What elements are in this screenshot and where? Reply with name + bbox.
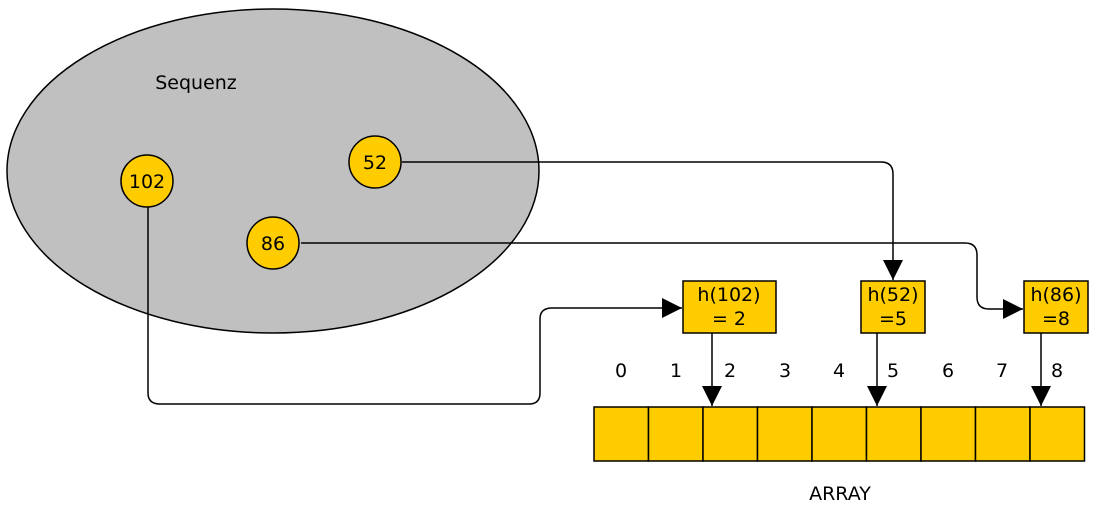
hash-box-line2: =5 xyxy=(879,308,907,330)
hash-box-line1: h(102) xyxy=(697,284,760,306)
array-cell-2 xyxy=(702,406,759,462)
hash-box-line2: = 2 xyxy=(712,308,746,330)
hash-box-line1: h(86) xyxy=(1030,284,1081,306)
hash-box-line1: h(52) xyxy=(867,284,918,306)
sequence-element-label: 52 xyxy=(363,152,387,174)
sequence-element-label: 102 xyxy=(129,171,165,193)
array-index-label: 5 xyxy=(887,360,899,382)
sequence-ellipse xyxy=(6,8,540,334)
array-index-label: 6 xyxy=(942,360,954,382)
sequence-element-52: 52 xyxy=(348,135,402,189)
hash-box-102: h(102) = 2 xyxy=(682,280,777,334)
array-indices: 0 1 2 3 4 5 6 7 8 xyxy=(615,360,1063,382)
hash-box-52: h(52) =5 xyxy=(860,280,926,334)
array-index-label: 8 xyxy=(1051,360,1063,382)
connector-102-to-hash xyxy=(147,207,682,405)
array-index-label: 2 xyxy=(724,360,736,382)
hash-box-86: h(86) =8 xyxy=(1023,280,1089,334)
array-label: ARRAY xyxy=(809,483,871,505)
array-cell-1 xyxy=(647,406,704,462)
array xyxy=(593,406,1086,462)
hash-box-line2: =8 xyxy=(1042,308,1070,330)
sequence-element-86: 86 xyxy=(246,216,300,270)
sequence-element-102: 102 xyxy=(120,154,174,208)
connector-86-to-hash xyxy=(301,242,1023,319)
array-cell-3 xyxy=(756,406,813,462)
sequence-label: Sequenz xyxy=(155,72,237,94)
array-index-label: 3 xyxy=(779,360,791,382)
array-index-label: 7 xyxy=(996,360,1008,382)
array-index-label: 4 xyxy=(833,360,845,382)
connector-52-to-hash xyxy=(402,161,903,280)
array-cell-4 xyxy=(811,406,868,462)
array-index-label: 0 xyxy=(615,360,627,382)
sequence-element-label: 86 xyxy=(261,233,285,255)
array-cell-8 xyxy=(1029,406,1086,462)
array-cell-6 xyxy=(920,406,977,462)
array-index-label: 1 xyxy=(670,360,682,382)
array-cell-0 xyxy=(593,406,650,462)
array-cell-7 xyxy=(974,406,1031,462)
array-cell-5 xyxy=(865,406,922,462)
